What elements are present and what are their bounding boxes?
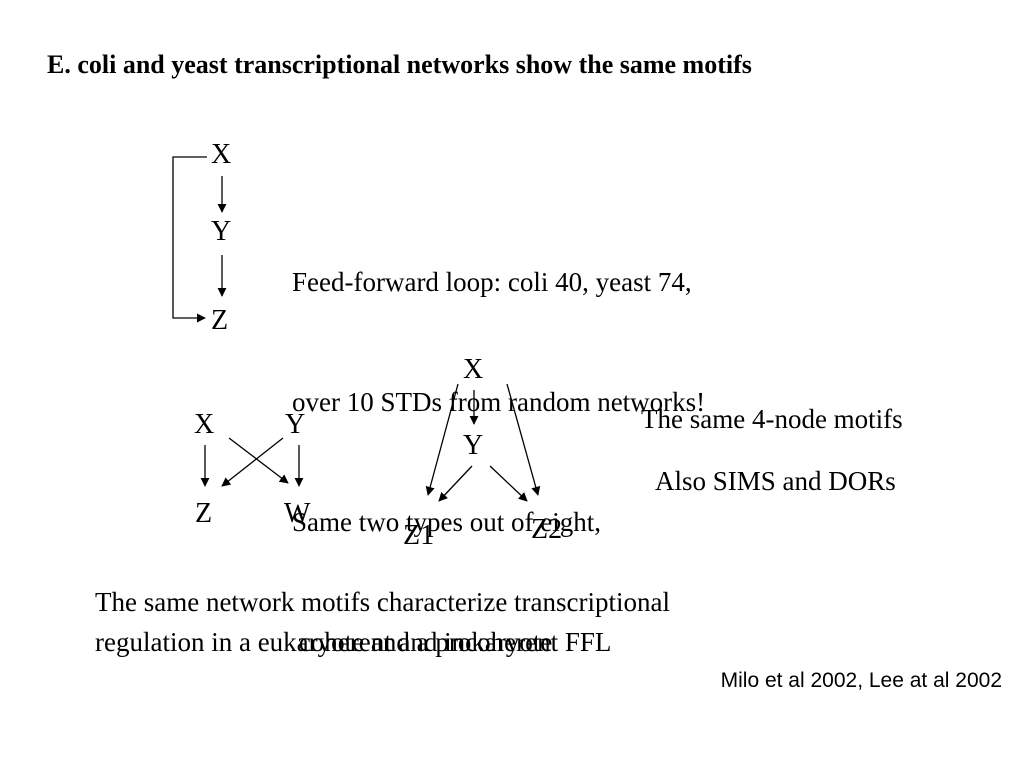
ffl-description: Feed-forward loop: coli 40, yeast 74, ov… [292,182,705,702]
ffl-diagram [172,156,227,323]
fan-arrow-x-z1 [425,383,459,496]
cross-node-z: Z [195,498,213,529]
fan-motif-diagram [425,383,541,502]
ffl-arrow-x-z [172,156,207,323]
fan-arrow-y-z1 [438,465,473,502]
conclusion-line: regulation in a eukaryote and a prokaryo… [95,627,553,657]
ffl-description-line: Feed-forward loop: coli 40, yeast 74, [292,267,692,297]
cross-arrow-y-z [221,437,284,487]
cross-arrow-x-w [228,437,289,484]
ffl-node-y: Y [211,216,232,247]
fan-node-z2: Z2 [531,514,563,545]
fan-arrow-x-z2 [506,383,541,496]
conclusion-line: The same network motifs characterize tra… [95,587,671,617]
side-note-4node: The same 4-node motifs [641,404,903,434]
slide-title: E. coli and yeast transcriptional networ… [47,50,752,79]
cross-node-y: Y [285,409,306,440]
citation: Milo et al 2002, Lee at al 2002 [720,669,1002,692]
ffl-description-line: Same two types out of eight, [292,507,601,537]
fan-node-x: X [463,354,484,385]
cross-motif-diagram [200,437,304,487]
ffl-node-z: Z [211,305,229,336]
fan-node-y: Y [463,430,484,461]
conclusion-text: The same network motifs characterize tra… [95,582,670,662]
fan-arrow-y-z2 [489,465,528,502]
fan-node-z1: Z1 [403,520,435,551]
side-note-sims-dors: Also SIMS and DORs [655,466,896,496]
ffl-node-x: X [211,139,232,170]
ffl-description-line: coherent and incoherent FFL [292,627,612,657]
cross-node-x: X [194,409,215,440]
ffl-description-line: over 10 STDs from random networks! [292,387,706,417]
cross-node-w: W [284,498,311,529]
